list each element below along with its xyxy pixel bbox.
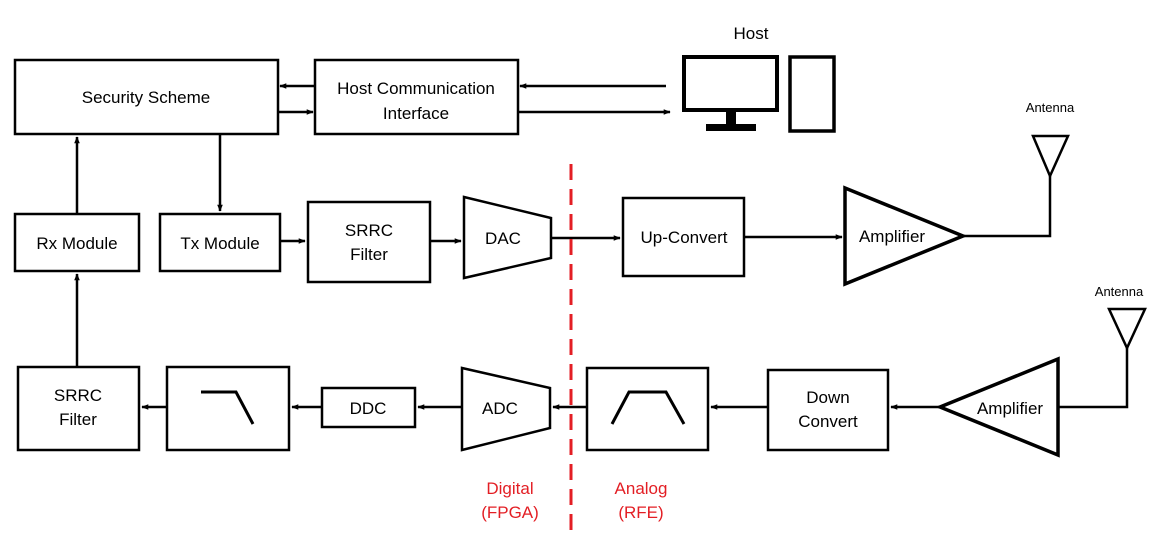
amplifier-tx-block: Amplifier: [843, 185, 968, 287]
digital-label-line2: (FPGA): [481, 503, 539, 522]
host-comm-label-line1: Host Communication: [337, 79, 495, 98]
host-computer: Host: [682, 24, 836, 133]
bandpass-filter-block: [585, 366, 710, 452]
bandpass-filter-icon: [610, 390, 686, 425]
amplifier-rx-label: Amplifier: [977, 399, 1043, 418]
host-comm-label-line2: Interface: [383, 104, 449, 123]
monitor-icon: [682, 55, 779, 112]
antenna-tx-icon: [1031, 134, 1070, 180]
lowpass-filter-block: [165, 365, 291, 452]
adc-label: ADC: [482, 399, 518, 418]
down-convert-block: Down Convert: [766, 368, 890, 452]
antenna-rx: Antenna: [1058, 284, 1147, 409]
security-scheme-label: Security Scheme: [82, 88, 211, 107]
monitor-base-icon: [706, 124, 756, 131]
monitor-stand-icon: [726, 110, 736, 124]
middle-row-connections: [74, 134, 843, 244]
antenna-rx-label: Antenna: [1095, 284, 1144, 299]
host-label: Host: [734, 24, 769, 43]
dac-label: DAC: [485, 229, 521, 248]
srrc-filter-rx-line2: Filter: [59, 410, 97, 429]
rx-module-label: Rx Module: [36, 234, 117, 253]
tx-module-label: Tx Module: [180, 234, 259, 253]
bottom-row-connections: [74, 273, 940, 410]
amplifier-rx-block: Amplifier: [935, 356, 1060, 458]
domain-divider: Digital (FPGA) Analog (RFE): [481, 164, 667, 534]
srrc-filter-rx-line1: SRRC: [54, 386, 102, 405]
digital-label-line1: Digital: [486, 479, 533, 498]
rx-module-block: Rx Module: [13, 212, 141, 273]
security-scheme-block: Security Scheme: [13, 58, 280, 136]
host-comm-interface-block: Host Communication Interface: [313, 58, 520, 136]
analog-label-line1: Analog: [615, 479, 668, 498]
down-convert-line1: Down: [806, 388, 849, 407]
ddc-label: DDC: [350, 399, 387, 418]
tower-icon: [788, 55, 836, 133]
adc-block: ADC: [460, 366, 552, 452]
up-convert-block: Up-Convert: [621, 196, 746, 278]
antenna-rx-icon: [1107, 307, 1147, 351]
up-convert-label: Up-Convert: [641, 228, 728, 247]
lowpass-filter-icon: [201, 390, 255, 425]
top-row-connections: [278, 83, 671, 115]
antenna-tx: Antenna: [963, 100, 1075, 238]
srrc-filter-tx-line2: Filter: [350, 245, 388, 264]
ddc-block: DDC: [320, 386, 417, 429]
srrc-filter-tx-line1: SRRC: [345, 221, 393, 240]
tx-module-block: Tx Module: [158, 212, 282, 273]
srrc-filter-rx-block: SRRC Filter: [16, 365, 141, 452]
antenna-tx-label: Antenna: [1026, 100, 1075, 115]
dac-block: DAC: [462, 195, 553, 280]
down-convert-line2: Convert: [798, 412, 858, 431]
srrc-filter-tx-block: SRRC Filter: [306, 200, 432, 284]
amplifier-tx-label: Amplifier: [859, 227, 925, 246]
analog-label-line2: (RFE): [618, 503, 663, 522]
